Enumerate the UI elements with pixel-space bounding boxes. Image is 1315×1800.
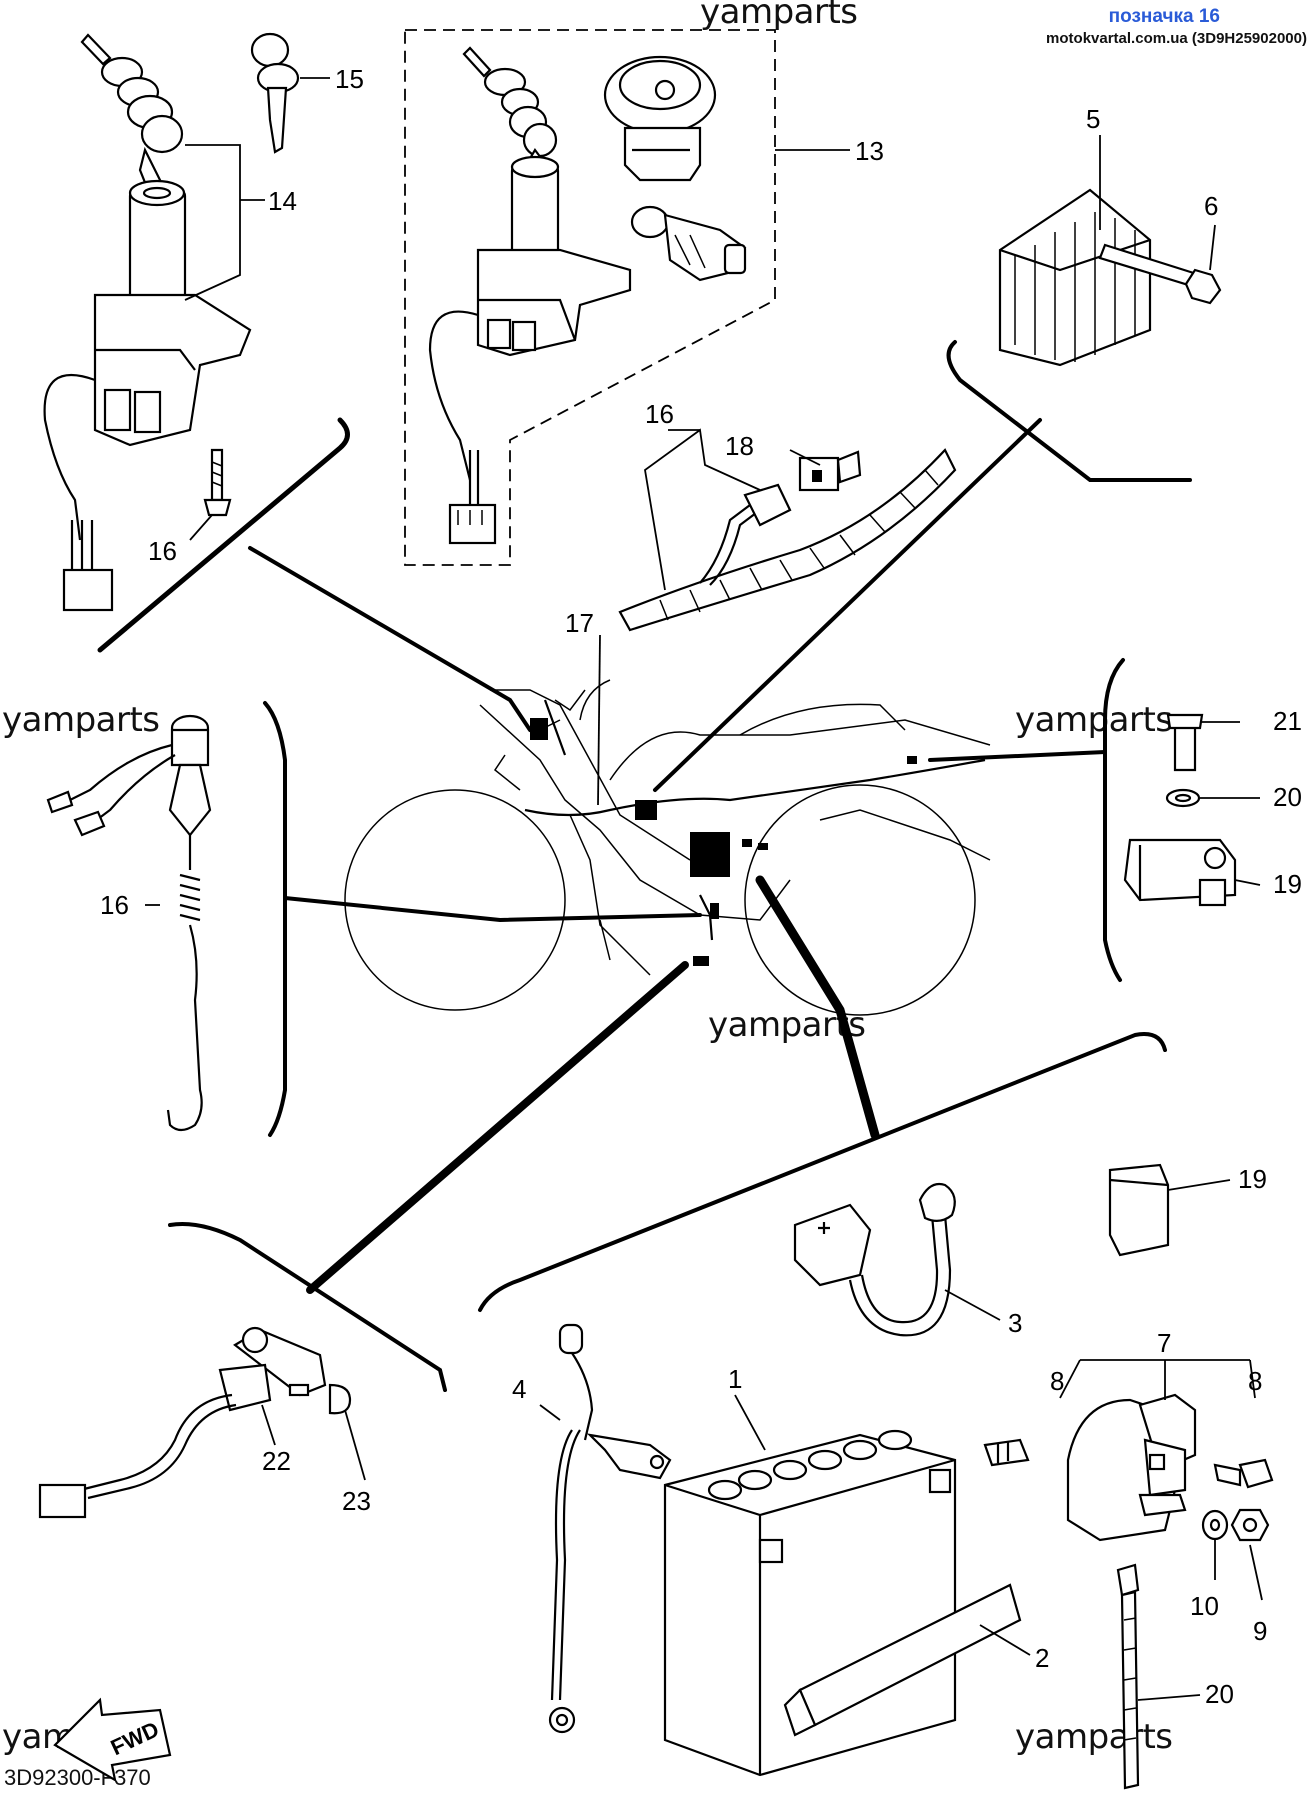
callout-19: 19 xyxy=(1238,1164,1267,1194)
rectifier-regulator: 5 6 xyxy=(998,104,1222,367)
sidestand-switch: 22 23 xyxy=(38,1326,371,1519)
callout-9: 9 xyxy=(1253,1616,1267,1646)
watermark: yamparts xyxy=(700,0,858,32)
callout-15: 16 xyxy=(100,890,129,920)
callout-24: 23 xyxy=(342,1486,371,1516)
drawing-code: 3D92300-F370 xyxy=(4,1765,151,1790)
main-switch-assy: 14 15 16 xyxy=(43,32,364,612)
watermark: yamparts xyxy=(1015,700,1173,740)
ground-cable: 4 xyxy=(512,1323,672,1734)
starter-relay-parts: 21 20 19 xyxy=(1123,706,1302,907)
header-subtitle: motokvartal.com.ua (3D9H25902000) xyxy=(1046,30,1307,47)
callout-23: 22 xyxy=(262,1446,291,1476)
callout-20: 19 xyxy=(1273,869,1302,899)
starter-relay: 7 8 8 10 9 xyxy=(983,1328,1274,1646)
cap-lock-icon xyxy=(603,55,717,182)
callout-11: 13 xyxy=(855,136,884,166)
header-title: позначка 16 xyxy=(1108,6,1220,27)
battery-cable: 3 xyxy=(793,1182,1022,1338)
main-switch-icon xyxy=(428,155,632,545)
callout-7: 7 xyxy=(1157,1328,1171,1358)
callout-8-right: 8 xyxy=(1248,1366,1262,1396)
callout-5: 5 xyxy=(1086,104,1100,134)
callout-4: 4 xyxy=(512,1374,526,1404)
callout-16: 16 xyxy=(645,399,674,429)
motorcycle-outline xyxy=(344,679,991,1016)
callout-8-left: 8 xyxy=(1050,1366,1064,1396)
callout-6: 6 xyxy=(1204,191,1218,221)
section-brackets xyxy=(97,340,1192,1392)
neutral-switch-cable: 16 xyxy=(46,714,212,1132)
callout-22: 21 xyxy=(1273,706,1302,736)
battery: 1 2 xyxy=(663,1364,1049,1777)
callout-18: 20 xyxy=(1205,1679,1234,1709)
watermark: yamparts xyxy=(2,700,160,740)
callout-21: 20 xyxy=(1273,782,1302,812)
callout-12: 14 xyxy=(268,186,297,216)
cable-tie: 20 xyxy=(1116,1563,1234,1790)
wire-harness-detail: 16 18 17 xyxy=(565,399,957,806)
fuse: 19 xyxy=(1108,1163,1267,1257)
main-switch-kit-group: 13 xyxy=(404,29,884,566)
callout-3: 3 xyxy=(1008,1308,1022,1338)
callout-1: 1 xyxy=(728,1364,742,1394)
watermark: yamparts xyxy=(1015,1717,1173,1757)
callout-2: 2 xyxy=(1035,1643,1049,1673)
callout-10: 10 xyxy=(1190,1591,1219,1621)
fwd-arrow-icon: FWD xyxy=(53,1697,172,1783)
callout-16-harness: 17 xyxy=(565,608,594,638)
callout-13: 15 xyxy=(335,64,364,94)
switch-sensor-icon xyxy=(630,205,747,282)
callout-17: 18 xyxy=(725,431,754,461)
callout-14: 16 xyxy=(148,536,177,566)
